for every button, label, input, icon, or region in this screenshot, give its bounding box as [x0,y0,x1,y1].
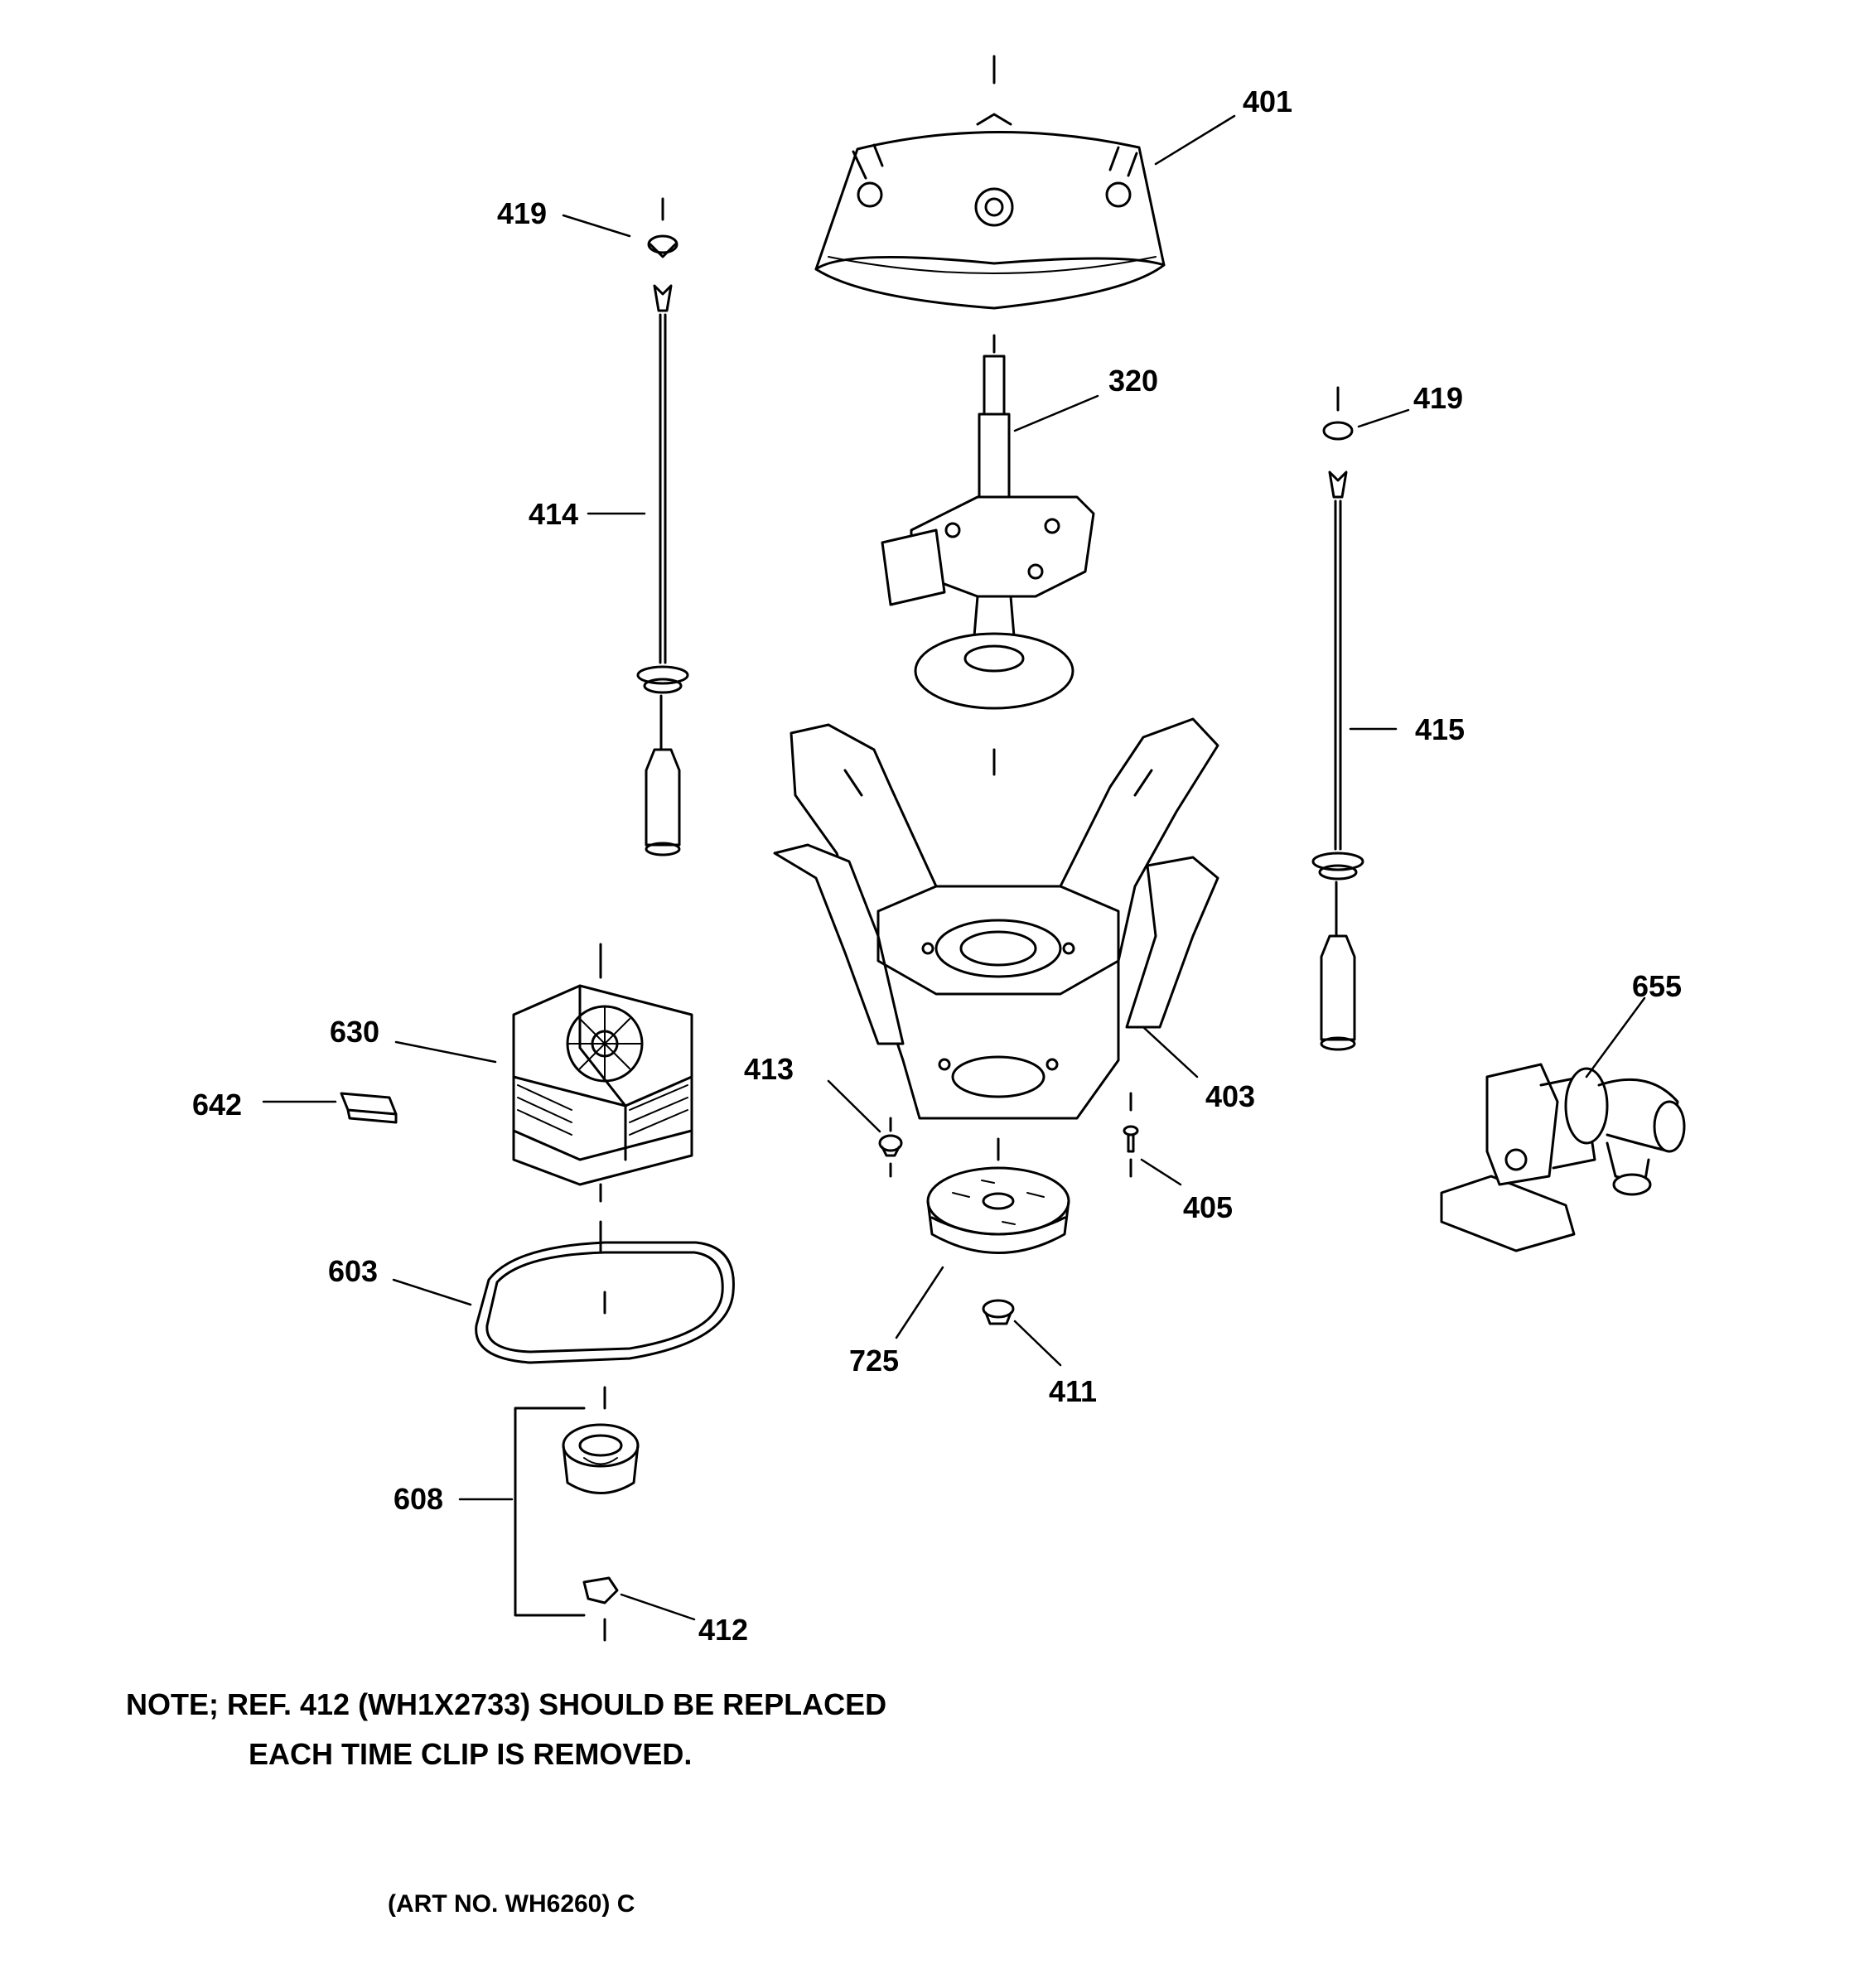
callout-608: 608 [394,1482,444,1516]
part-415-suspension-rod [1311,386,1364,1051]
part-413-nut [878,1117,903,1178]
part-608-pulley-kit [514,1386,640,1642]
callout-419-right: 419 [1413,381,1464,415]
note-line-2: EACH TIME CLIP IS REMOVED. [249,1737,693,1771]
part-411-nut [982,1299,1015,1325]
callout-403: 403 [1205,1079,1256,1113]
leader-lines [262,114,1646,1621]
part-401-cover [814,55,1166,354]
part-655-pump [1440,1063,1686,1252]
part-642-clip [340,1092,398,1124]
part-414-suspension-rod [636,197,689,856]
art-number: (ART NO. WH6260) C [388,1890,635,1918]
callout-419-left: 419 [497,196,548,230]
part-405-screw [1123,1092,1139,1178]
callout-405: 405 [1183,1190,1234,1224]
callout-401: 401 [1243,84,1293,118]
part-403-bracket [773,717,1219,1161]
callout-642: 642 [192,1088,243,1122]
callout-411: 411 [1049,1374,1098,1408]
note-line-1: NOTE; REF. 412 (WH1X2733) SHOULD BE REPL… [126,1687,887,1721]
callout-414: 414 [529,497,579,531]
callout-413: 413 [744,1052,794,1086]
callout-630: 630 [330,1015,380,1049]
callout-412: 412 [698,1613,749,1647]
part-725-pulley [926,1166,1070,1254]
callout-415: 415 [1415,712,1466,746]
callout-320: 320 [1108,364,1159,398]
callout-725: 725 [849,1344,900,1378]
part-320-transmission [881,355,1095,776]
callout-655: 655 [1632,969,1683,1003]
callout-603: 603 [328,1254,379,1288]
part-630-motor [512,943,693,1252]
part-603-belt [475,1241,735,1364]
